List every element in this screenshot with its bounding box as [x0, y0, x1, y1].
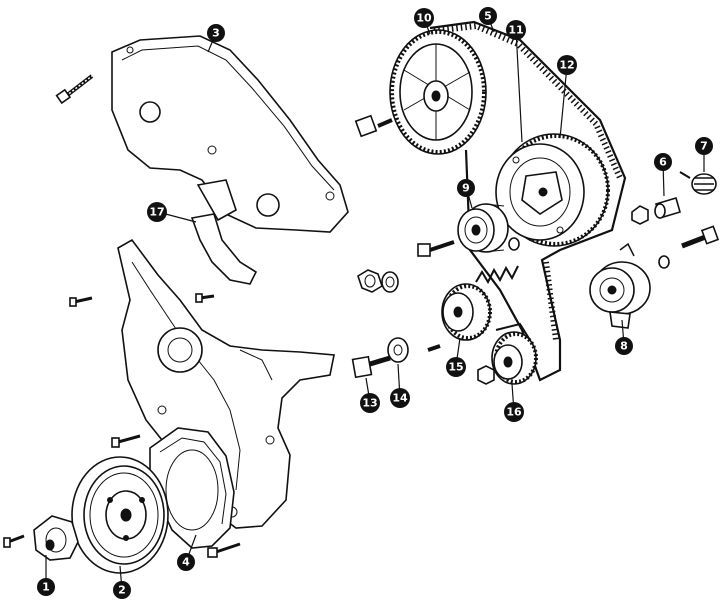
- callout-4-label: 4: [182, 556, 190, 569]
- callout-17-label: 17: [149, 206, 164, 219]
- crank-sprocket-nut: [477, 365, 495, 385]
- callout-14-label: 14: [392, 392, 408, 405]
- callout-3: 3: [207, 24, 225, 42]
- belt-tensioner: [589, 242, 651, 329]
- backplate-bolt-mid: [195, 293, 215, 303]
- callout-2: 2: [113, 581, 131, 599]
- tensioner-spring: [475, 265, 519, 285]
- callout-12: 12: [557, 55, 577, 75]
- callout-14: 14: [390, 388, 410, 408]
- camshaft-bolt: [354, 114, 393, 138]
- callout-13-label: 13: [362, 397, 377, 410]
- idler-washer: [508, 237, 520, 251]
- timing-belt: [429, 20, 627, 382]
- tensioner-spacer: [654, 197, 681, 219]
- callout-11-label: 11: [508, 24, 523, 37]
- callout-15: 15: [446, 357, 466, 377]
- callout-13: 13: [360, 393, 380, 413]
- hex-nut-left: [357, 269, 383, 293]
- idler-bolt: [417, 240, 455, 257]
- callout-1-label: 1: [42, 581, 50, 594]
- backplate-bolt-lower: [111, 434, 141, 448]
- cover-gasket: [190, 213, 258, 285]
- tensioner-washer: [658, 255, 670, 269]
- camshaft-sprocket-intake: [495, 133, 610, 247]
- callout-7-label: 7: [700, 140, 708, 153]
- sprocket-bolt: [351, 355, 391, 379]
- callout-9: 9: [457, 179, 475, 197]
- callout-15-label: 15: [448, 361, 463, 374]
- lower-timing-cover: [149, 427, 235, 549]
- upper-cover-bolt: [55, 74, 94, 105]
- crankshaft-pulley: [71, 456, 169, 574]
- tensioner-spring-coil: [679, 171, 717, 195]
- callout-5: 5: [479, 7, 497, 25]
- callout-16-label: 16: [506, 406, 522, 419]
- lower-cover-bolt: [207, 542, 241, 558]
- callout-1: 1: [37, 578, 55, 596]
- sprocket-washer: [387, 337, 409, 363]
- callout-12-label: 12: [559, 59, 574, 72]
- idler-pulley: [457, 203, 509, 253]
- callout-8-label: 8: [620, 340, 628, 353]
- backplate-bolt-upper: [69, 296, 93, 307]
- washer-left: [381, 271, 399, 293]
- oil-pump-sprocket: [441, 283, 492, 341]
- callout-17: 17: [147, 202, 167, 222]
- callout-6: 6: [654, 153, 672, 171]
- callout-9-label: 9: [462, 182, 470, 195]
- crankshaft-timing-sprocket: [491, 322, 538, 385]
- callout-5-label: 5: [484, 10, 492, 23]
- crank-bolt: [3, 534, 25, 548]
- callout-7: 7: [695, 137, 713, 155]
- tensioner-bolt: [681, 225, 720, 249]
- rear-timing-backplate: [117, 238, 335, 529]
- callout-11: 11: [506, 20, 526, 40]
- camshaft-sprocket-exhaust: [389, 29, 487, 155]
- crankshaft-sprocket: [33, 515, 79, 561]
- callout-6-label: 6: [659, 156, 667, 169]
- dowel-pin: [427, 344, 441, 352]
- callout-2-label: 2: [118, 584, 126, 597]
- callout-10-label: 10: [416, 12, 432, 25]
- upper-timing-cover: [111, 35, 349, 233]
- callout-10: 10: [414, 8, 434, 28]
- callout-8: 8: [615, 337, 633, 355]
- tensioner-nut: [631, 205, 649, 225]
- callout-3-label: 3: [212, 27, 220, 40]
- callout-4: 4: [177, 553, 195, 571]
- callout-16: 16: [504, 402, 524, 422]
